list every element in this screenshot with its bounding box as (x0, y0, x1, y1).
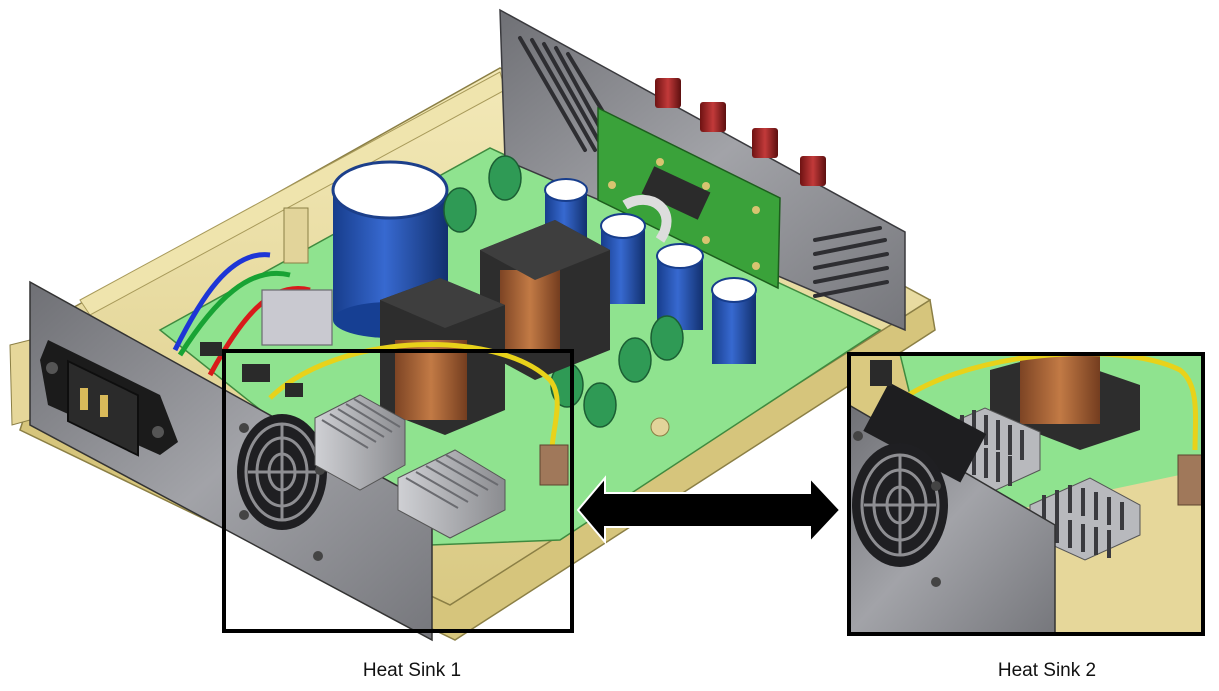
mains-wiring (172, 252, 311, 377)
heat-sink-small (397, 449, 506, 539)
daughter-board (597, 106, 781, 290)
binding-posts (655, 78, 826, 186)
small-components (200, 342, 670, 486)
relay-block (261, 207, 333, 346)
zoom-frame-right (847, 352, 1205, 636)
iec-power-inlet-icon (40, 340, 178, 457)
transformer-small (380, 278, 505, 435)
ribbon-cable (622, 195, 672, 243)
caption-heat-sink-2: Heat Sink 2 (997, 660, 1097, 681)
disc-varistors (443, 155, 684, 428)
zoom-view (849, 354, 1203, 634)
fan-grille-icon (237, 414, 327, 561)
caption-heat-sink-1: Heat Sink 1 (362, 660, 462, 681)
double-arrow-icon (576, 475, 842, 545)
heat-sink-large (314, 394, 406, 491)
zoom-frame-left (222, 349, 574, 633)
yellow-wire (268, 342, 560, 451)
small-capacitors (544, 178, 757, 364)
zoom-fan-grille-icon (852, 431, 948, 587)
transformer-large (480, 220, 610, 380)
main-model (9, 8, 936, 642)
